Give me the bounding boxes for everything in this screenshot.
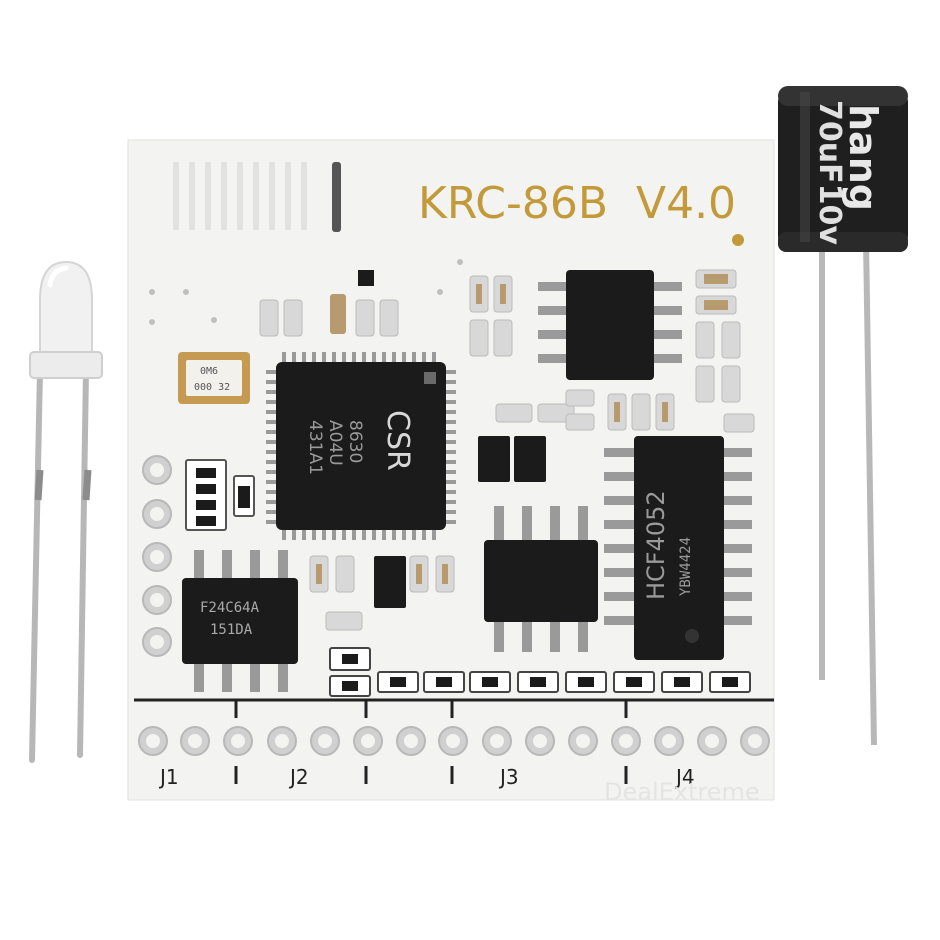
main-chip-text-1: 8630	[345, 420, 365, 463]
board-model-label: KRC-86B V4.0	[418, 178, 736, 229]
connector-label-j4: J4	[674, 765, 695, 789]
connector-label-j3: J3	[498, 765, 519, 789]
crystal-oscillator	[178, 352, 250, 404]
csr-main-chip	[266, 352, 456, 540]
eeprom-text-1: F24C64A	[200, 600, 260, 616]
regulator-chip	[484, 506, 598, 652]
connector-outline	[134, 698, 774, 784]
transistors	[358, 270, 546, 608]
crystal-text-1: 0M6	[200, 366, 218, 377]
main-chip-text-3: 431A1	[305, 420, 325, 475]
amplifier-chip	[538, 270, 682, 380]
left-header-pads	[142, 455, 172, 657]
eeprom-text-2: 151DA	[210, 622, 253, 638]
eeprom-chip	[182, 550, 298, 692]
pcb-board: KRC-86B V4.0 0M6 000 32 CSR 863	[127, 139, 775, 801]
bottom-header-pads	[138, 726, 770, 756]
connector-label-j2: J2	[288, 765, 309, 789]
capacitor-value-label: 70uF10v	[812, 100, 847, 245]
main-chip-brand: CSR	[380, 410, 415, 471]
capacitor-icon	[778, 86, 908, 746]
main-chip-text-2: A04U	[325, 420, 345, 466]
mux-text-2: YBW4424	[678, 537, 694, 596]
capacitor-brand-label: hang	[841, 104, 885, 211]
connector-label-j1: J1	[158, 765, 179, 789]
crystal-text-2: 000 32	[194, 382, 230, 393]
mux-chip	[604, 436, 752, 660]
passive-components	[185, 269, 755, 697]
watermark: DealExtreme	[604, 778, 760, 806]
led-icon	[29, 260, 103, 763]
mux-text-1: HCF4052	[642, 490, 670, 600]
antenna-trace	[173, 162, 307, 230]
